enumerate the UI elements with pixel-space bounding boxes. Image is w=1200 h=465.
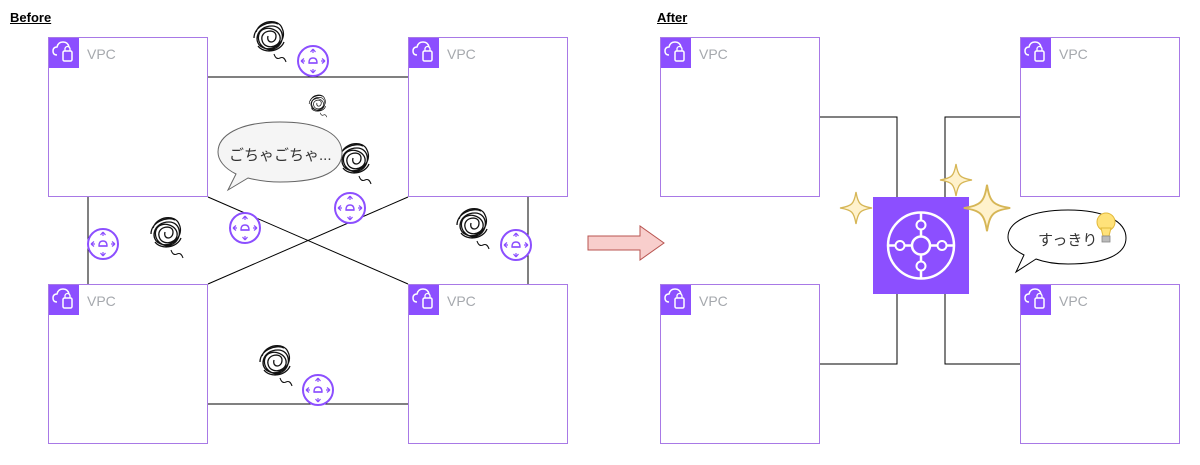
transit-gateway-icon xyxy=(873,197,969,294)
speech-text-before: ごちゃごちゃ... xyxy=(229,147,332,164)
vpc-icon xyxy=(1021,285,1051,315)
tgw-line-top-right xyxy=(944,116,1021,197)
after-title: After xyxy=(657,10,688,25)
lightbulb-icon xyxy=(1096,212,1116,243)
vpc-label: VPC xyxy=(447,46,476,62)
peering-icon xyxy=(229,212,261,244)
tgw-line-top-left xyxy=(820,116,898,197)
vpc-label: VPC xyxy=(1059,46,1088,62)
vpc-box-after-top-right[interactable]: VPC xyxy=(1020,37,1180,197)
peering-icon xyxy=(500,229,532,261)
tgw-line-bottom-left xyxy=(820,294,898,365)
vpc-label: VPC xyxy=(699,293,728,309)
sparkle-icon xyxy=(962,183,1012,233)
vpc-label: VPC xyxy=(87,293,116,309)
scribble-icon xyxy=(308,94,328,118)
before-title: Before xyxy=(10,10,52,25)
scribble-icon xyxy=(456,207,490,250)
peering-line-diagonal-2 xyxy=(207,196,409,285)
speech-text-after: すっきり xyxy=(1038,232,1098,249)
vpc-icon xyxy=(661,285,691,315)
vpc-label: VPC xyxy=(699,46,728,62)
peering-icon xyxy=(302,374,334,406)
peering-icon xyxy=(334,192,366,224)
peering-icon xyxy=(297,45,329,77)
peering-icon xyxy=(87,228,119,260)
vpc-icon xyxy=(661,38,691,68)
arrow-right-icon xyxy=(587,225,665,261)
scribble-icon xyxy=(338,142,372,185)
vpc-box-before-top-left[interactable]: VPC xyxy=(48,37,208,197)
tgw-line-bottom-right xyxy=(944,294,1021,365)
speech-bubble-before xyxy=(217,121,343,192)
scribble-icon xyxy=(259,344,293,387)
vpc-icon xyxy=(49,38,79,68)
vpc-box-before-top-right[interactable]: VPC xyxy=(408,37,568,197)
vpc-box-after-bottom-right[interactable]: VPC xyxy=(1020,284,1180,444)
vpc-icon xyxy=(409,38,439,68)
scribble-icon xyxy=(253,20,287,63)
vpc-icon xyxy=(1021,38,1051,68)
speech-bubble-after xyxy=(1007,209,1127,274)
vpc-label: VPC xyxy=(447,293,476,309)
vpc-box-after-bottom-left[interactable]: VPC xyxy=(660,284,820,444)
vpc-icon xyxy=(409,285,439,315)
scribble-icon xyxy=(150,216,184,259)
vpc-icon xyxy=(49,285,79,315)
vpc-box-before-bottom-left[interactable]: VPC xyxy=(48,284,208,444)
vpc-box-before-bottom-right[interactable]: VPC xyxy=(408,284,568,444)
vpc-label: VPC xyxy=(87,46,116,62)
vpc-box-after-top-left[interactable]: VPC xyxy=(660,37,820,197)
vpc-label: VPC xyxy=(1059,293,1088,309)
sparkle-icon xyxy=(839,191,873,225)
